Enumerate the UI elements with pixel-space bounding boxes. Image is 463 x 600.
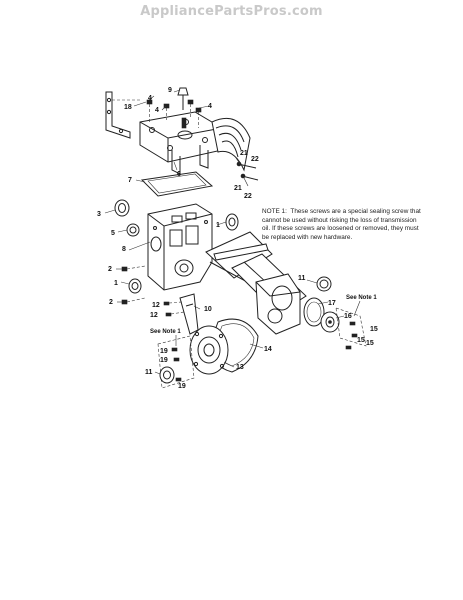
callout: 19 <box>178 383 186 390</box>
callout: 19 <box>160 348 168 355</box>
part-11-seal-upper <box>316 276 332 292</box>
part-main-housing <box>147 203 213 291</box>
callout: 4 <box>208 103 212 110</box>
part-17-gasket <box>303 297 325 327</box>
callout: 21 <box>240 150 248 157</box>
callout: 17 <box>328 300 336 307</box>
part-curved-shield <box>211 118 251 172</box>
part-10-bracket <box>179 293 199 335</box>
callout: 9 <box>168 87 172 94</box>
callout: 11 <box>145 369 153 376</box>
callout: 3 <box>97 211 101 218</box>
top-screws <box>146 87 202 129</box>
see-note-label: See Note 1 <box>346 295 377 301</box>
part-13-side-cover <box>189 325 229 375</box>
callout: 4 <box>148 95 152 102</box>
callout: 7 <box>128 177 132 184</box>
callout: 1 <box>114 280 118 287</box>
callout: 16 <box>344 313 352 320</box>
part-cover-bracket <box>171 145 209 175</box>
callout: 11 <box>298 275 306 282</box>
callout: 15 <box>357 337 365 344</box>
watermark: AppliancePartsPros.com <box>140 4 323 19</box>
callout: 14 <box>264 346 272 353</box>
callout: 2 <box>108 266 112 273</box>
part-18-bracket <box>105 91 140 139</box>
callout: 15 <box>366 340 374 347</box>
screws-12 <box>163 301 185 317</box>
note-1: NOTE 1: These screws are a special seali… <box>262 208 422 242</box>
callout: 12 <box>150 312 158 319</box>
part-5-bearing <box>126 223 140 237</box>
leader-lines <box>104 89 345 375</box>
callout: 13 <box>236 364 244 371</box>
callout: 1 <box>216 222 220 229</box>
part-1-seal-lower <box>128 278 142 294</box>
part-yoke-casting <box>255 273 301 335</box>
callout: 18 <box>124 104 132 111</box>
part-16-cover <box>320 311 340 333</box>
callout: 4 <box>155 107 159 114</box>
callout: 21 <box>234 185 242 192</box>
callout: 8 <box>122 246 126 253</box>
callout: 6 <box>177 171 181 178</box>
part-7-gasket <box>140 171 214 197</box>
part-3-seal <box>114 199 130 217</box>
callout: 22 <box>244 193 252 200</box>
callouts: 18 4 9 4 6 4 21 22 21 22 7 3 5 8 1 2 1 2… <box>97 87 378 390</box>
part-flat-bracket <box>213 243 269 261</box>
callout: 10 <box>204 306 212 313</box>
screws-15 <box>335 307 367 350</box>
note-text: These screws are a special sealing screw… <box>262 208 421 241</box>
callout: 22 <box>251 156 259 163</box>
note-label: NOTE 1: <box>262 208 287 215</box>
callout: 15 <box>370 326 378 333</box>
see-note-label: See Note 1 <box>150 329 181 335</box>
part-11-seal-lower <box>159 366 175 384</box>
callout: 2 <box>109 299 113 306</box>
see-note-labels: See Note 1 See Note 1 <box>150 295 377 346</box>
part-1-seal-upper <box>225 213 239 231</box>
screws-19 <box>157 335 195 389</box>
callout: 12 <box>152 302 160 309</box>
bolts-21-22 <box>236 161 259 181</box>
callout: 5 <box>111 230 115 237</box>
part-top-cover <box>139 111 223 163</box>
callout: 19 <box>160 357 168 364</box>
